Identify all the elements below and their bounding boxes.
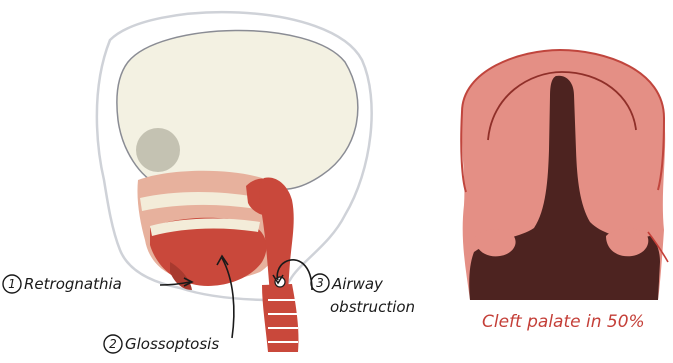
cleft-palate-illustration xyxy=(461,50,668,300)
label-airway-obstruction: 3 Airway obstruction xyxy=(311,274,415,316)
ear xyxy=(136,128,180,172)
label-glossoptosis: 2 Glossoptosis xyxy=(104,335,219,353)
label-number: 2 xyxy=(109,337,117,351)
label-text-line2: obstruction xyxy=(330,298,415,316)
label-text-line1: Airway xyxy=(331,275,384,293)
label-cleft-palate: Cleft palate in 50% xyxy=(482,312,645,332)
label-number: 3 xyxy=(316,276,324,290)
label-retrognathia: 1 Retrognathia xyxy=(3,275,122,293)
label-text: Retrognathia xyxy=(24,275,122,293)
label-number: 1 xyxy=(8,277,16,291)
label-text: Glossoptosis xyxy=(125,335,219,353)
